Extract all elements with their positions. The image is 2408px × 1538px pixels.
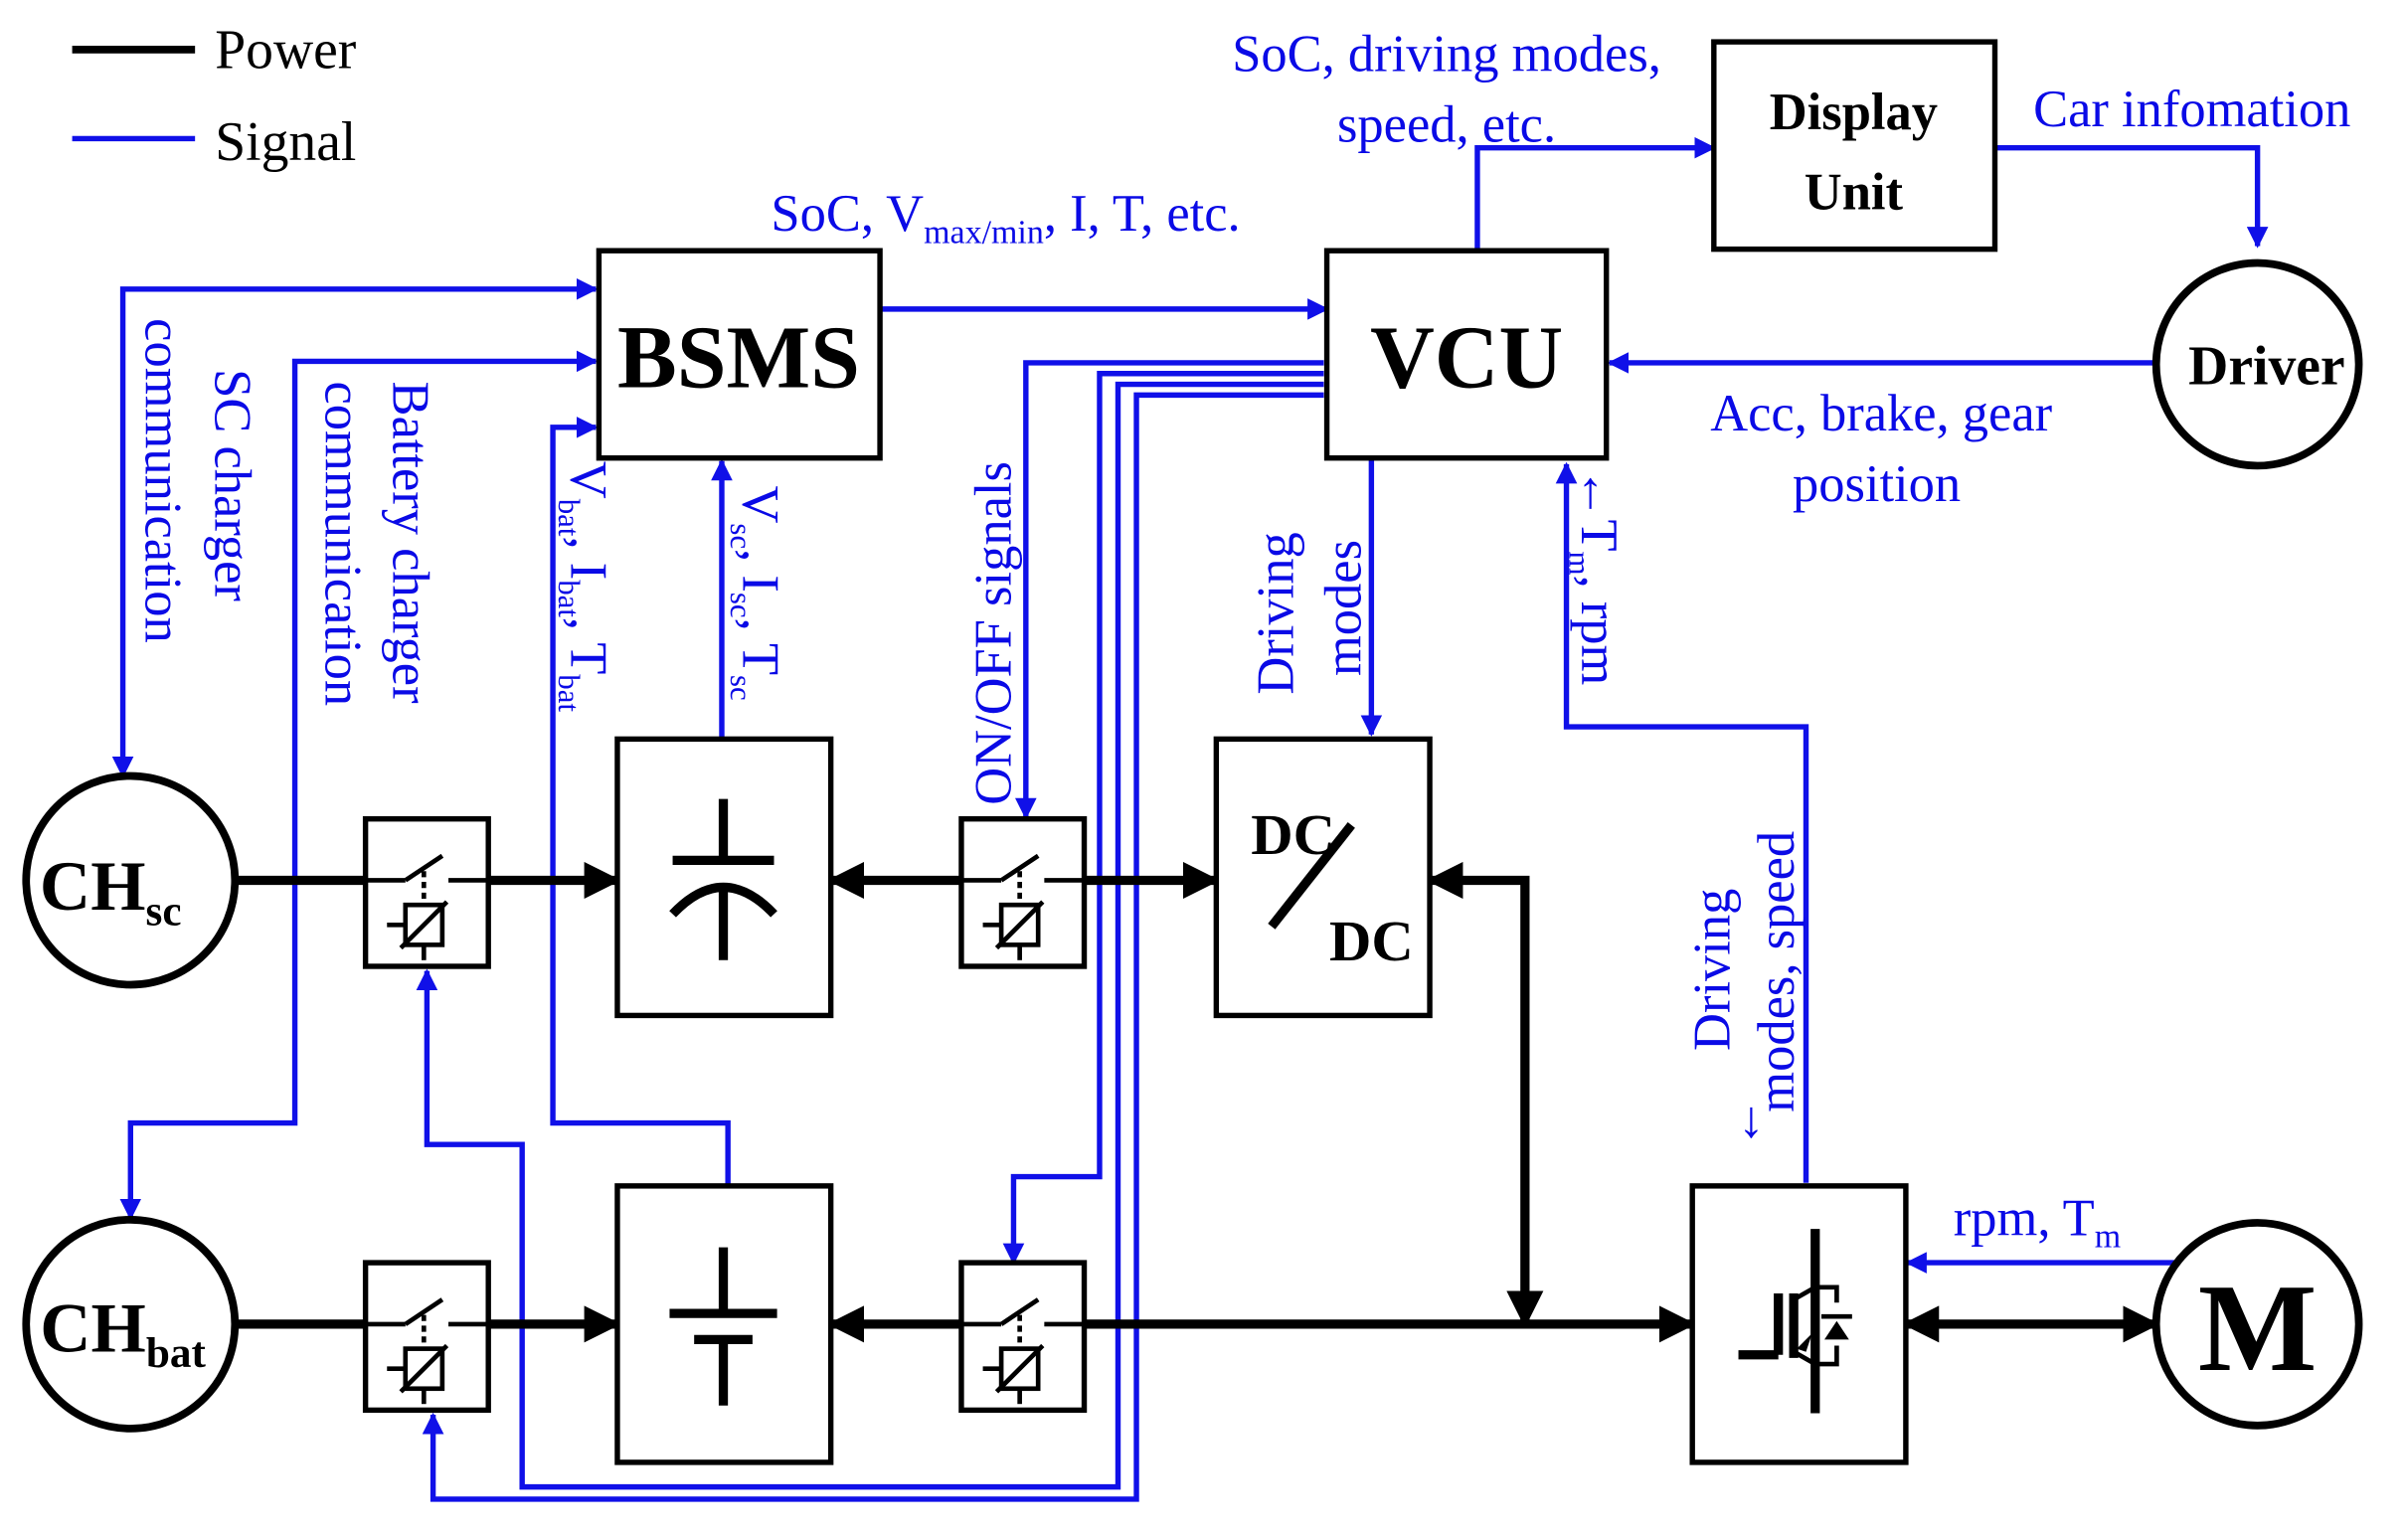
bsms-block: BSMS	[596, 248, 883, 461]
battery-output-switch	[961, 1263, 1085, 1410]
inverter-block	[1689, 1183, 1909, 1465]
bsms-output-a: SoC, V	[771, 185, 924, 243]
battery-charger-comm-signal	[119, 350, 599, 1221]
soc-modes-label-line1: SoC, driving modes,	[1232, 25, 1661, 83]
bsms-output-sub: max/min	[924, 214, 1044, 251]
capacitor-plate-curved	[669, 882, 777, 918]
vcu-block: VCU	[1323, 248, 1610, 461]
onoff-sc-out-signal	[1015, 360, 1324, 820]
rpm-tm-label: rpm, Tm	[1954, 1189, 2121, 1255]
vbat-i: , I	[560, 536, 617, 580]
signal-labels: SoC, driving modes, speed, etc. Car info…	[134, 25, 2351, 1255]
bsms-label: BSMS	[617, 309, 860, 408]
vbat-i-sub: bat	[552, 580, 587, 617]
display-label-line2: Unit	[1805, 163, 1904, 221]
rpm-tm-a: rpm, T	[1954, 1189, 2095, 1247]
bsms-output-b: , I, T, etc.	[1044, 185, 1241, 243]
vsc-i: , I	[732, 549, 789, 593]
battery-measure-signal	[550, 417, 731, 1186]
ch-bat-node: CHbat	[22, 1215, 240, 1433]
onoff-sc-charger-signal	[416, 381, 1324, 1490]
tm-rpm-b: , rpm	[1570, 576, 1628, 686]
battery-charger-label-line1: Battery charger	[381, 381, 438, 704]
battery-charger-switch	[366, 1263, 489, 1410]
driver-input-label-line2: position	[1793, 455, 1961, 513]
legend-signal-label: Signal	[215, 111, 356, 173]
display-to-driver-signal	[1994, 144, 2269, 249]
dcdc-slash	[1268, 822, 1355, 930]
ch-bat-sub: bat	[146, 1329, 207, 1377]
vbat-v-sub: bat	[552, 499, 587, 537]
vsc-v: V	[732, 486, 789, 524]
vbat-t: , T	[560, 617, 617, 674]
dcdc-converter-block: DC DC	[1213, 736, 1433, 1019]
driver-input-label-line1: Acc, brake, gear	[1710, 385, 2052, 442]
legend-power-label: Power	[215, 19, 357, 81]
soc-modes-label-line2: speed, etc.	[1337, 96, 1556, 154]
sc-charger-label-line1: SC charger	[203, 369, 260, 601]
onoff-bat-charger-signal	[422, 392, 1324, 1502]
battery-block	[614, 1183, 834, 1465]
ch-sc-node: CHsc	[22, 771, 240, 989]
ch-sc-main: CH	[40, 848, 146, 926]
inverter-to-vcu-signal	[1555, 461, 1809, 1183]
tm-rpm-label: ←Tm, rpm	[1563, 467, 1628, 686]
vsc-i-sub: sc	[724, 593, 759, 618]
ch-bat-main: CH	[40, 1290, 146, 1368]
legend: Power Signal	[72, 19, 357, 173]
battery-charger-label-line2: communication	[313, 381, 371, 706]
signal-lines	[111, 136, 2269, 1502]
vcu-to-display-signal	[1474, 136, 1716, 250]
driver-label: Driver	[2188, 336, 2344, 398]
rpm-tm-sub: m	[2095, 1219, 2121, 1256]
vbat-v: V	[560, 461, 617, 499]
driver-node: Driver	[2151, 258, 2363, 470]
tm-rpm-sub: m	[1563, 552, 1598, 576]
display-unit-block: Display Unit	[1711, 39, 1998, 253]
vbat-t-sub: bat	[552, 674, 587, 712]
vsc-t: , T	[732, 618, 789, 675]
battery-measure-label: Vbat, Ibat, Tbat	[552, 461, 616, 713]
igbt-icon	[1738, 1229, 1852, 1414]
sc-measure-label: Vsc, Isc, Tsc	[724, 486, 788, 701]
motor-node: M	[2151, 1219, 2363, 1430]
onoff-signals-label: ON/OFF signals	[964, 461, 1022, 805]
car-info-label: Car infomation	[2033, 81, 2350, 138]
svg-text:CHbat: CHbat	[40, 1290, 206, 1377]
sc-charger-label-line2: communication	[134, 318, 192, 643]
inverter-modes-label-line2: modes, speed	[1748, 831, 1806, 1112]
inverter-modes-label-line1: Driving	[1683, 889, 1741, 1051]
dcdc-bottom-label: DC	[1329, 909, 1414, 973]
sc-output-switch	[961, 819, 1085, 966]
vcu-label: VCU	[1370, 309, 1563, 408]
bsms-output-label: SoC, Vmax/min, I, T, etc.	[771, 185, 1240, 251]
power-dcdc-bus	[1426, 861, 1544, 1328]
sc-charger-switch	[366, 819, 489, 966]
dcdc-modes-label-line2: modes	[1315, 540, 1373, 676]
vsc-v-sub: sc	[724, 523, 759, 549]
inverter-modes-arrow: ←	[1714, 1097, 1772, 1149]
vsc-t-sub: sc	[724, 675, 759, 701]
power-lines	[230, 861, 2160, 1343]
ch-sc-sub: sc	[145, 887, 181, 935]
tm-rpm-a: ←T	[1570, 467, 1628, 552]
svg-text:CHsc: CHsc	[40, 848, 182, 935]
dcdc-modes-label-line1: Driving	[1248, 532, 1305, 694]
display-label-line1: Display	[1770, 84, 1938, 141]
onoff-bat-out-signal	[1002, 371, 1324, 1266]
motor-label: M	[2198, 1259, 2318, 1398]
supercapacitor-block	[614, 736, 834, 1019]
